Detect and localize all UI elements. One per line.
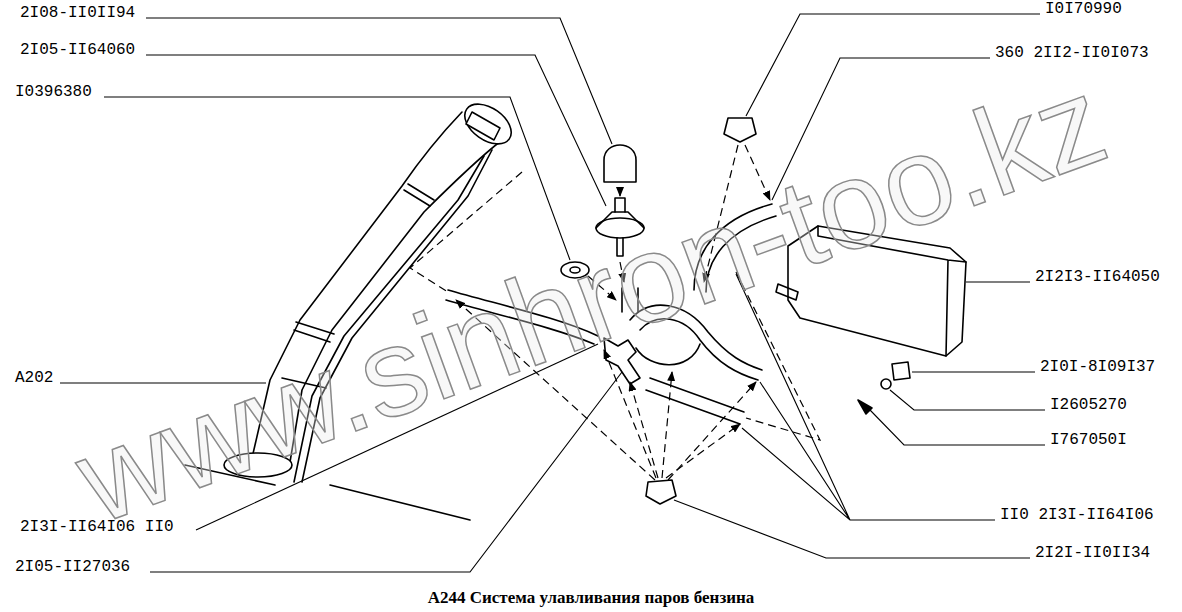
part-number: 2I05-II64060: [20, 41, 135, 59]
leader-line: [966, 281, 1030, 282]
part-number: 2I2I3-II64050: [1035, 268, 1160, 286]
filter-cap: [604, 145, 636, 182]
part-number: 2I2I-II0II34: [1035, 544, 1150, 562]
hose-clamp: [724, 118, 756, 142]
leader-line: [104, 97, 570, 260]
pipe-clamp: [404, 184, 434, 206]
washer: [881, 379, 891, 389]
part-number: I2605270: [1050, 396, 1127, 414]
leader-line: [736, 274, 995, 520]
part-number: I767050I: [1050, 431, 1127, 449]
filler-cap: [458, 96, 519, 152]
part-number: I0I70990: [1045, 0, 1122, 18]
screw: [858, 400, 872, 414]
part-number: A202: [15, 369, 53, 387]
assembly-arrow: [630, 382, 658, 478]
hose: [646, 378, 744, 424]
assembly-arrow: [604, 350, 656, 478]
part-number: 2I05-II27036: [15, 558, 130, 576]
assembly-arrow: [662, 372, 672, 478]
part-number: 2I08-II0II94: [20, 4, 135, 22]
leader-line: [890, 390, 1045, 410]
part-number: II0 2I3I-II64I06: [1000, 506, 1154, 524]
bracket-plate: [892, 362, 910, 380]
leader-line: [146, 55, 606, 206]
hose-clamp: [646, 480, 676, 504]
filler-cap-tab: [466, 112, 500, 140]
part-number: 2I0I-8I09I37: [1040, 358, 1155, 376]
leader-line: [912, 371, 1035, 372]
leader-line: [674, 500, 1030, 558]
leader-line: [146, 18, 612, 144]
figure-caption: A244 Система улавливания паров бензина: [428, 588, 755, 608]
assembly-arrow: [668, 382, 756, 480]
hose-loop: [636, 344, 700, 365]
leader-line: [870, 410, 1045, 445]
part-number: I0396380: [15, 83, 92, 101]
assembly-arrow: [619, 188, 620, 196]
